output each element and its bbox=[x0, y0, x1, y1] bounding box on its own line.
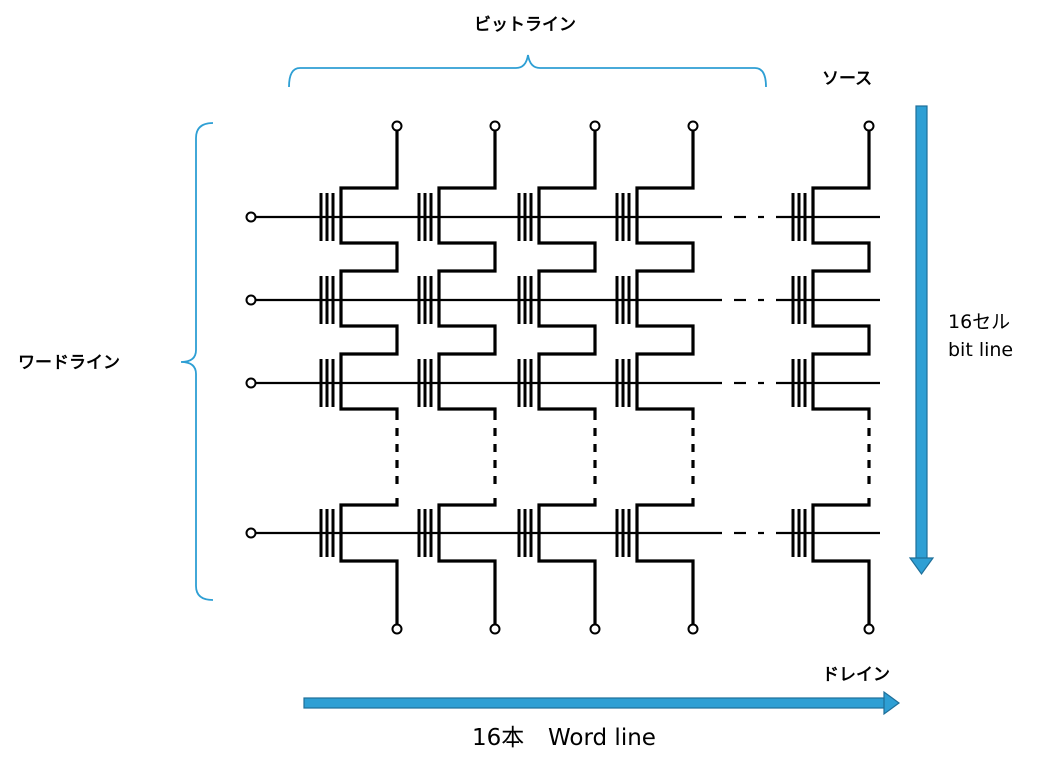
drain-terminal-1 bbox=[489, 623, 501, 635]
transistor-gate-2-1 bbox=[517, 276, 533, 324]
transistor-gate-0-3 bbox=[319, 509, 335, 557]
bit-line-string-bottom-0 bbox=[339, 498, 399, 624]
word-line-terminal-2 bbox=[245, 377, 257, 389]
source-terminal-2 bbox=[589, 120, 601, 132]
transistor-gate-4-1 bbox=[791, 276, 807, 324]
bit-line-string-bottom-2 bbox=[537, 498, 597, 624]
word-line-en-label: Word line bbox=[548, 725, 656, 751]
transistor-gate-1-0 bbox=[417, 193, 433, 241]
transistor-gate-3-1 bbox=[615, 276, 631, 324]
bit-line-string-bottom-1 bbox=[437, 498, 497, 624]
cells-count-label: 16セル bbox=[948, 311, 1010, 333]
word-line-terminal-0 bbox=[245, 211, 257, 223]
bitline-label: ビットライン bbox=[474, 15, 576, 35]
source-label: ソース bbox=[822, 69, 872, 89]
bit-line-string-bottom-3 bbox=[635, 498, 695, 624]
drain-label: ドレイン bbox=[822, 665, 890, 685]
transistor-gate-1-2 bbox=[417, 359, 433, 407]
word-count-label: 16本 bbox=[472, 725, 524, 751]
bit-line-string-1 bbox=[437, 131, 497, 420]
bit-line-strings bbox=[319, 131, 871, 624]
bit-line-string-3 bbox=[635, 131, 695, 420]
source-terminal-4 bbox=[863, 120, 875, 132]
transistor-gate-0-0 bbox=[319, 193, 335, 241]
drain-terminal-0 bbox=[391, 623, 403, 635]
transistor-gate-2-0 bbox=[517, 193, 533, 241]
wordline-label: ワードライン bbox=[18, 353, 120, 373]
wordline-brace-icon bbox=[180, 122, 214, 601]
transistor-gate-2-2 bbox=[517, 359, 533, 407]
word-lines bbox=[256, 215, 880, 535]
transistor-gate-1-3 bbox=[417, 509, 433, 557]
word-line-terminal-3 bbox=[245, 527, 257, 539]
drain-terminal-3 bbox=[687, 623, 699, 635]
transistor-gate-3-0 bbox=[615, 193, 631, 241]
transistor-gate-0-2 bbox=[319, 359, 335, 407]
drain-terminal-4 bbox=[863, 623, 875, 635]
transistor-gate-4-3 bbox=[791, 509, 807, 557]
bit-line-en-label: bit line bbox=[948, 339, 1013, 361]
terminals bbox=[245, 120, 875, 635]
bit-line-string-2 bbox=[537, 131, 597, 420]
transistor-gate-3-2 bbox=[615, 359, 631, 407]
source-terminal-3 bbox=[687, 120, 699, 132]
transistor-gate-4-2 bbox=[791, 359, 807, 407]
bit-line-string-4 bbox=[811, 131, 871, 420]
transistor-gate-1-1 bbox=[417, 276, 433, 324]
bit-line-string-0 bbox=[339, 131, 399, 420]
words-arrow-right-icon bbox=[303, 690, 901, 716]
cells-arrow-down-icon bbox=[908, 105, 935, 576]
bitline-brace-icon bbox=[288, 54, 767, 88]
transistor-gate-2-3 bbox=[517, 509, 533, 557]
transistor-gate-4-0 bbox=[791, 193, 807, 241]
bit-line-string-bottom-4 bbox=[811, 498, 871, 624]
source-terminal-0 bbox=[391, 120, 403, 132]
transistor-gate-3-3 bbox=[615, 509, 631, 557]
source-terminal-1 bbox=[489, 120, 501, 132]
transistor-gate-0-1 bbox=[319, 276, 335, 324]
drain-terminal-2 bbox=[589, 623, 601, 635]
word-line-terminal-1 bbox=[245, 294, 257, 306]
